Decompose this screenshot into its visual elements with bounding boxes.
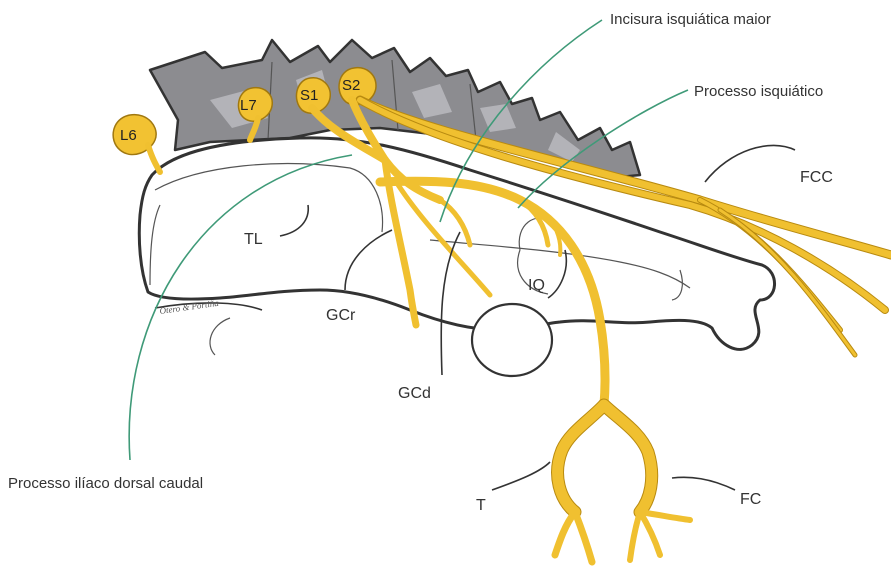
label-root-s2: S2	[342, 77, 360, 94]
label-processo-isquiatico: Processo isquiático	[694, 83, 823, 100]
label-fc: FC	[740, 491, 761, 508]
label-root-l6: L6	[120, 127, 137, 144]
label-tl: TL	[244, 231, 263, 248]
label-root-l7: L7	[240, 97, 257, 114]
label-t: T	[476, 497, 486, 514]
label-processo-iliaco-dorsal-caudal: Processo ilíaco dorsal caudal	[8, 475, 203, 492]
label-root-s1: S1	[300, 87, 318, 104]
label-fcc: FCC	[800, 169, 833, 186]
label-iq: IQ	[528, 277, 545, 294]
label-incisura-isquiatica-maior: Incisura isquiática maior	[610, 11, 771, 28]
label-gcr: GCr	[326, 307, 356, 324]
label-gcd: GCd	[398, 385, 431, 402]
